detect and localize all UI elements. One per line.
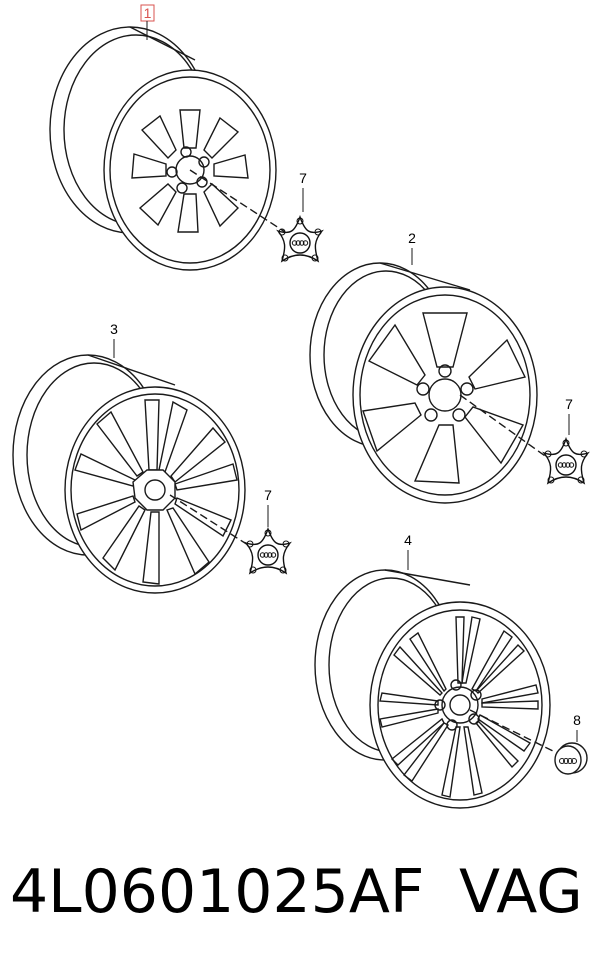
callout-4: 4 xyxy=(404,532,412,570)
footer: 4L0601025AF VAG xyxy=(0,852,600,942)
brand-label: VAG xyxy=(459,857,583,927)
callout-2: 2 xyxy=(408,230,416,265)
callout-3-label: 3 xyxy=(110,321,118,337)
callout-7a: 7 xyxy=(299,170,307,212)
callout-7c: 7 xyxy=(264,487,272,527)
callout-3: 3 xyxy=(110,321,118,358)
callout-7c-label: 7 xyxy=(264,487,272,503)
callout-7b: 7 xyxy=(565,396,573,435)
wheel-2 xyxy=(309,262,589,504)
wheel-1 xyxy=(49,26,323,271)
callout-8: 8 xyxy=(573,712,581,742)
part-number: 4L0601025AF xyxy=(10,857,425,927)
callout-2-label: 2 xyxy=(408,230,416,246)
callout-1-label: 1 xyxy=(144,5,152,21)
callout-1: 1 xyxy=(140,4,155,40)
callout-7a-label: 7 xyxy=(299,170,307,186)
callout-7b-label: 7 xyxy=(565,396,573,412)
wheel-3 xyxy=(12,354,291,594)
callout-4-label: 4 xyxy=(404,532,412,548)
wheel-4 xyxy=(314,569,588,809)
callout-8-label: 8 xyxy=(573,712,581,728)
